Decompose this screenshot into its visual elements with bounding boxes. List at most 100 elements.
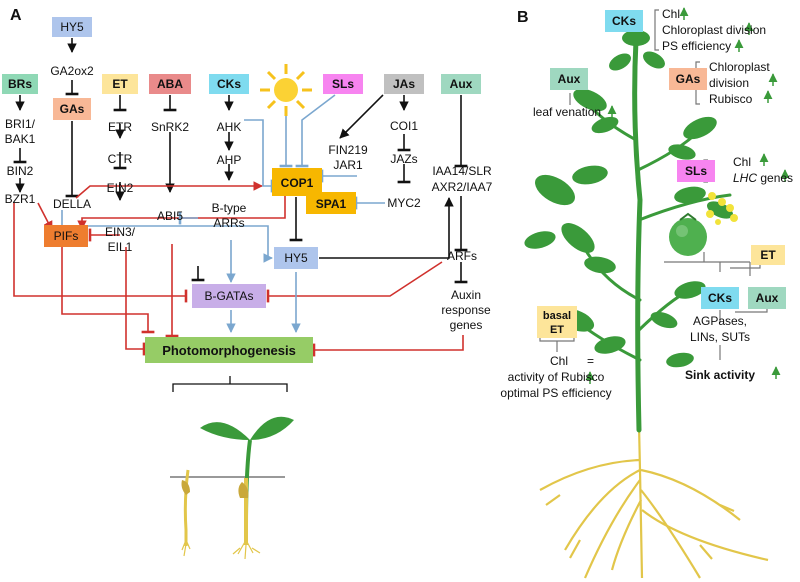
aux-node: Aux: [441, 74, 481, 94]
svg-text:Sink activity: Sink activity: [685, 368, 755, 382]
svg-text:GAs: GAs: [60, 102, 85, 116]
svg-text:HY5: HY5: [60, 20, 84, 34]
pifs-node: PIFs: [44, 225, 88, 247]
svg-text:Rubisco: Rubisco: [709, 92, 753, 106]
svg-text:Chloroplast: Chloroplast: [709, 60, 770, 74]
svg-text:GA2ox2: GA2ox2: [50, 64, 94, 78]
spa1-node: SPA1: [306, 192, 356, 214]
svg-text:BRs: BRs: [8, 77, 32, 91]
svg-text:LINs, SUTs: LINs, SUTs: [690, 330, 750, 344]
svg-text:SLs: SLs: [685, 164, 707, 178]
svg-text:ARFs: ARFs: [447, 249, 477, 263]
seedling-illustration: [170, 376, 294, 560]
cop1-node: COP1: [272, 168, 322, 196]
svg-text:=: =: [587, 354, 594, 368]
svg-text:SPA1: SPA1: [316, 197, 347, 211]
svg-text:EIN3/: EIN3/: [105, 225, 136, 239]
svg-text:CKs: CKs: [708, 291, 732, 305]
svg-text:JAZs: JAZs: [390, 152, 417, 166]
svg-text:Chl: Chl: [733, 155, 751, 169]
svg-text:Chl: Chl: [662, 7, 680, 21]
et-right-node: ET: [751, 245, 785, 265]
svg-text:BAK1: BAK1: [5, 132, 36, 146]
svg-text:Auxin: Auxin: [451, 288, 481, 302]
gas-right-node: GAs: [669, 68, 707, 90]
svg-text:CTR: CTR: [108, 152, 133, 166]
blue-connectors: [55, 94, 385, 333]
svg-text:EIL1: EIL1: [108, 240, 133, 254]
yellow-flowers: [706, 192, 738, 225]
svg-text:ET: ET: [550, 324, 564, 336]
svg-text:JAs: JAs: [393, 77, 415, 91]
aba-node: ABA: [149, 74, 191, 94]
svg-text:FIN219: FIN219: [328, 143, 368, 157]
svg-text:Aux: Aux: [450, 77, 473, 91]
svg-text:ET: ET: [112, 77, 128, 91]
svg-text:ETR: ETR: [108, 120, 132, 134]
svg-text:B-type: B-type: [212, 201, 247, 215]
hy5-top-node: HY5: [52, 17, 92, 37]
svg-text:division: division: [709, 76, 749, 90]
svg-text:MYC2: MYC2: [387, 196, 421, 210]
svg-text:AHP: AHP: [217, 153, 242, 167]
svg-text:ABA: ABA: [157, 77, 183, 91]
svg-text:genes: genes: [450, 318, 483, 332]
svg-text:ET: ET: [760, 248, 776, 262]
panel-b-label: B: [517, 9, 529, 26]
svg-text:optimal PS efficiency: optimal PS efficiency: [500, 386, 611, 400]
svg-text:Aux: Aux: [558, 72, 581, 86]
svg-text:CKs: CKs: [217, 77, 241, 91]
svg-text:PIFs: PIFs: [54, 229, 79, 243]
et-node: ET: [102, 74, 138, 94]
svg-text:ARRs: ARRs: [213, 216, 244, 230]
svg-text:JAR1: JAR1: [333, 158, 363, 172]
svg-text:leaf venation: leaf venation: [533, 105, 601, 119]
svg-text:activity of Rubisco: activity of Rubisco: [508, 370, 605, 384]
svg-text:Chl: Chl: [550, 354, 568, 368]
svg-text:AGPases,: AGPases,: [693, 314, 747, 328]
svg-text:LHC genes: LHC genes: [733, 171, 793, 185]
svg-text:CKs: CKs: [612, 14, 636, 28]
svg-text:B-GATAs: B-GATAs: [205, 289, 254, 303]
plant-leaves: [524, 30, 734, 368]
brs-node: BRs: [2, 74, 38, 94]
sls-right-node: SLs: [677, 160, 715, 182]
photomorphogenesis-node: Photomorphogenesis: [145, 337, 313, 363]
panel-b-texts: Chl Chloroplast division PS efficiency l…: [500, 7, 793, 400]
svg-text:GAs: GAs: [676, 72, 701, 86]
svg-text:PS efficiency: PS efficiency: [662, 39, 731, 53]
svg-text:BRI1/: BRI1/: [5, 117, 36, 131]
svg-text:Aux: Aux: [756, 291, 779, 305]
svg-text:COP1: COP1: [281, 176, 314, 190]
root-system: [539, 424, 769, 579]
svg-text:DELLA: DELLA: [53, 197, 91, 211]
cks-top-node: CKs: [605, 10, 643, 32]
svg-text:BIN2: BIN2: [7, 164, 34, 178]
svg-text:AHK: AHK: [217, 120, 242, 134]
increase-arrow-icons: [585, 7, 790, 384]
panel-a-labels: GA2ox2 BRI1/ BAK1 BIN2 BZR1 DELLA ETR CT…: [5, 64, 493, 332]
cks-node: CKs: [209, 74, 249, 94]
svg-text:Chloroplast division: Chloroplast division: [662, 23, 766, 37]
svg-text:EIN2: EIN2: [107, 181, 134, 195]
panel-a-label: A: [10, 7, 22, 24]
bgatas-node: B-GATAs: [192, 284, 266, 308]
tomato-fruit: [669, 212, 707, 256]
sls-node: SLs: [323, 74, 363, 94]
black-connectors: [13, 38, 468, 284]
svg-text:Photomorphogenesis: Photomorphogenesis: [162, 343, 296, 358]
svg-text:HY5: HY5: [284, 251, 308, 265]
svg-text:response: response: [441, 303, 491, 317]
svg-text:IAA14/SLR: IAA14/SLR: [432, 164, 492, 178]
sun-icon: [260, 64, 312, 116]
cks-low-node: CKs: [701, 287, 739, 309]
svg-text:SnRK2: SnRK2: [151, 120, 189, 134]
svg-text:basal: basal: [543, 310, 571, 322]
aux-left-node: Aux: [550, 68, 588, 90]
svg-text:SLs: SLs: [332, 77, 354, 91]
svg-text:AXR2/IAA7: AXR2/IAA7: [432, 180, 493, 194]
basal-et-node: basal ET: [537, 306, 577, 338]
hy5-mid-node: HY5: [274, 247, 318, 269]
svg-text:COI1: COI1: [390, 119, 418, 133]
